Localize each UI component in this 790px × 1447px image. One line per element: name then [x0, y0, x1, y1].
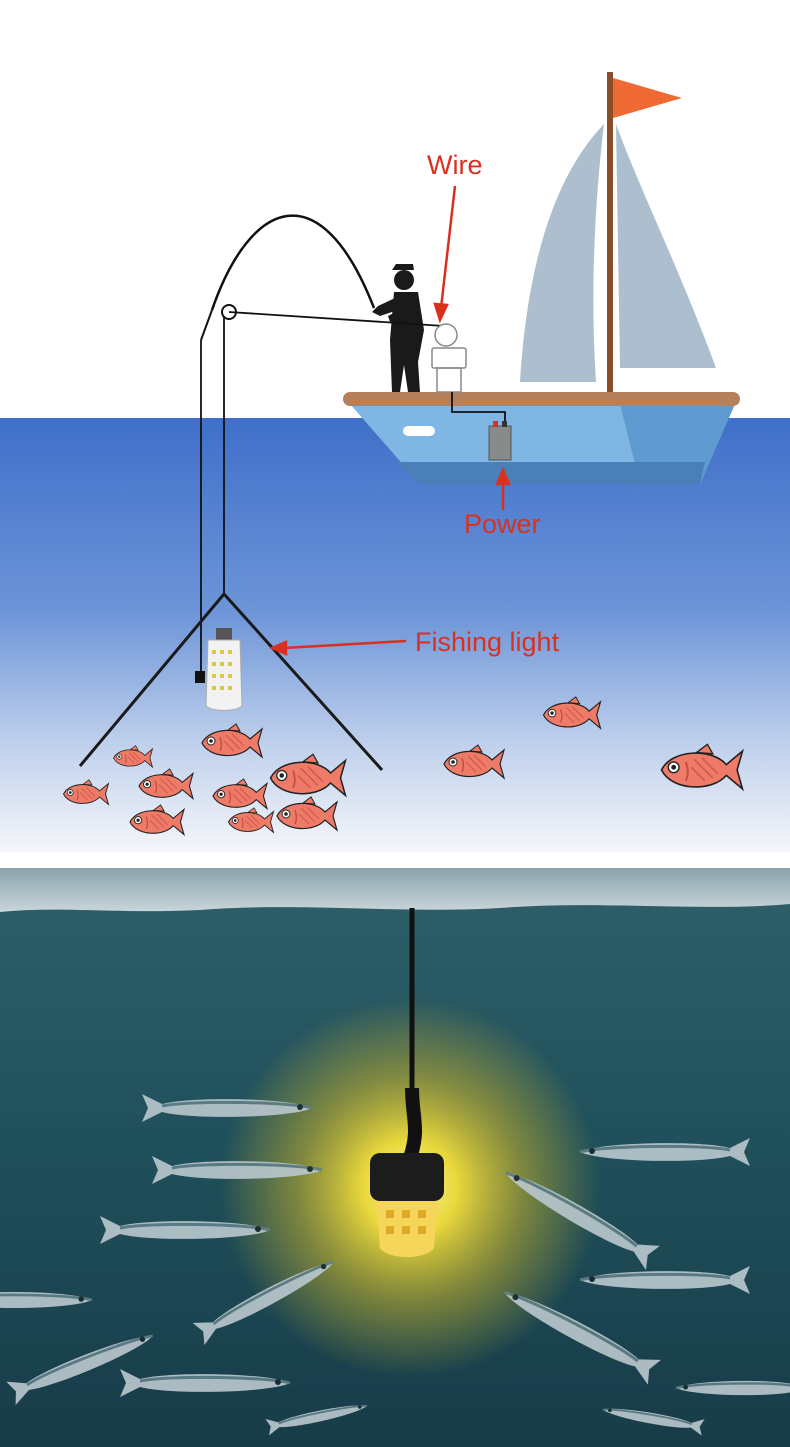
- rod-tip: [200, 309, 213, 341]
- fishing-rod: [210, 214, 376, 311]
- underwater-scene: [0, 868, 790, 1447]
- cable-strain-relief: [403, 1087, 422, 1161]
- power-label: Power: [464, 509, 541, 539]
- underwater-led-light: [370, 1153, 444, 1257]
- fishing-light-bulb: [205, 628, 243, 711]
- label-arrows: [268, 185, 511, 656]
- underwater-photo: [0, 868, 790, 1447]
- fishing-diagram: Wire Power Fishing light: [0, 72, 790, 852]
- battery-icon: [488, 421, 512, 461]
- wire-reel-icon: [431, 323, 467, 393]
- water: [0, 418, 790, 852]
- fisherman-silhouette: [372, 264, 424, 392]
- wire-label: Wire: [427, 150, 483, 180]
- fishing-light-label: Fishing light: [415, 627, 560, 657]
- fishing-net: [78, 592, 384, 772]
- fishing-diagram-panel: Wire Power Fishing light: [0, 72, 790, 852]
- sinker: [195, 671, 205, 683]
- mast: [607, 72, 613, 392]
- wire-line: [228, 311, 445, 327]
- flag-icon: [613, 78, 682, 118]
- boat: [343, 392, 740, 484]
- power-wire: [451, 392, 506, 428]
- ice-surface: [0, 868, 790, 912]
- sailboat-sails: [520, 124, 716, 382]
